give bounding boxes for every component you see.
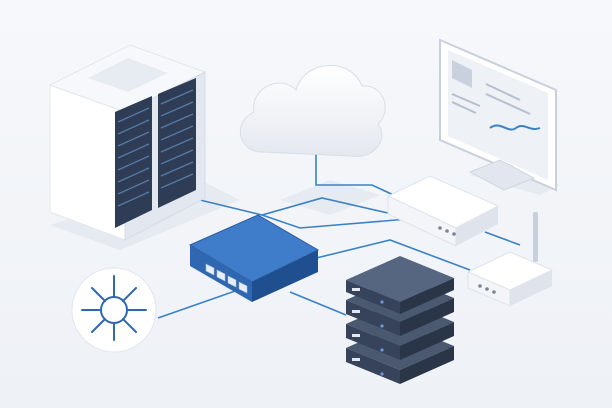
switch-to-router-line [261, 214, 421, 229]
monitor-icon [439, 38, 557, 192]
router-to-ap-line [484, 231, 521, 246]
rack-server-icon [48, 44, 207, 241]
hub-to-switch-line [157, 289, 239, 319]
switch-to-stack-line [289, 291, 347, 316]
network-switch-icon [188, 214, 320, 302]
rack-to-router-line [199, 197, 389, 216]
router-icon [386, 175, 500, 247]
switch-to-ap-line [299, 239, 471, 271]
network-hub-icon [71, 267, 157, 353]
cloud-icon [239, 64, 386, 157]
server-stack-icon [346, 256, 454, 384]
wifi-access-point-icon [466, 212, 554, 307]
connection-lines [157, 145, 521, 319]
